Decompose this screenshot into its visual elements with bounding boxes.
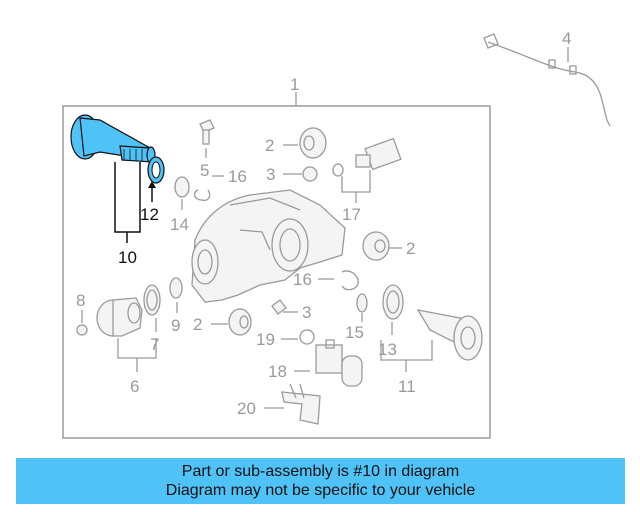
callout-20: 20: [237, 399, 256, 418]
callout-3a: 3: [266, 165, 275, 184]
callout-11: 11: [398, 377, 416, 396]
callout-14: 14: [170, 215, 189, 234]
callout-12: 12: [140, 205, 159, 224]
callout-2a: 2: [265, 136, 274, 155]
caption-line-2: Diagram may not be specific to your vehi…: [165, 482, 476, 499]
callout-10: 10: [118, 248, 137, 267]
caption-banner: Part or sub-assembly is #10 in diagram D…: [16, 458, 625, 504]
callout-2c: 2: [406, 239, 415, 258]
callout-6: 6: [130, 377, 139, 396]
callout-18: 18: [268, 362, 287, 381]
callout-7: 7: [150, 335, 159, 354]
callout-17: 17: [342, 205, 361, 224]
callout-3b: 3: [302, 303, 311, 322]
parts-diagram: 1 4 10 12: [62, 29, 611, 439]
callout-9: 9: [171, 316, 180, 335]
seal-ring: [147, 156, 165, 184]
callout-13: 13: [378, 340, 397, 359]
differential-housing: [191, 189, 346, 303]
callout-5: 5: [200, 161, 209, 180]
flange-shaft-11: [416, 309, 483, 361]
bracket-20: [281, 383, 321, 425]
callout-1: 1: [290, 75, 299, 94]
callout-16a: 16: [228, 167, 247, 186]
caption-line-1: Part or sub-assembly is #10 in diagram: [181, 463, 460, 480]
wiring-harness: [483, 33, 611, 127]
callout-2b: 2: [193, 315, 202, 334]
actuator-18: [315, 339, 363, 387]
assembly-frame: [62, 105, 491, 439]
bolt-5: [199, 119, 215, 145]
callout-8: 8: [76, 291, 85, 310]
joint-6: [96, 297, 143, 337]
callout-4: 4: [562, 29, 571, 48]
axle-flange-shaft: [70, 114, 156, 164]
callout-15: 15: [345, 323, 364, 342]
callout-19: 19: [256, 330, 275, 349]
callout-16b: 16: [293, 270, 312, 289]
sensor-17: [332, 137, 402, 177]
